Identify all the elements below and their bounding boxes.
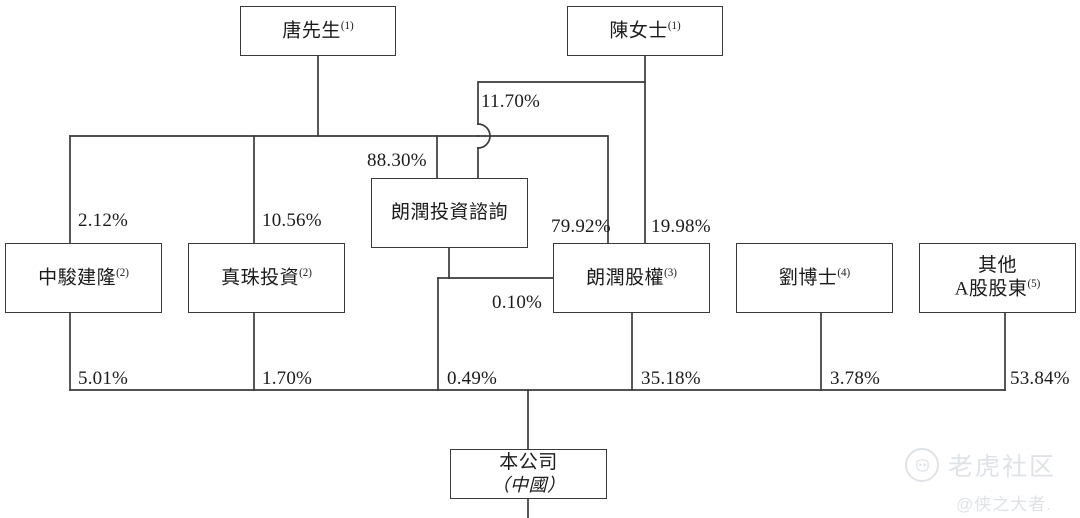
- node-other-a-shareholders-note: (5): [1027, 277, 1041, 290]
- pct-langrun-equity-to-company: 35.18%: [641, 368, 701, 389]
- node-zhongjun-jianlong-label: 中駿建隆: [38, 266, 117, 288]
- pct-tang-to-zhenzhu: 10.56%: [262, 210, 322, 231]
- pct-tang-to-zhongjun: 2.12%: [78, 210, 129, 231]
- watermark: 老虎社区 @侠之大者.: [905, 447, 1056, 515]
- pct-langrun-consulting-to-company: 0.49%: [447, 368, 498, 389]
- node-zhenzhu-investment-label: 真珠投資: [221, 266, 300, 288]
- pct-liu-to-company: 3.78%: [830, 368, 881, 389]
- node-langrun-consulting-label: 朗潤投資諮詢: [390, 201, 508, 223]
- node-tang-note: (1): [340, 19, 354, 32]
- node-tang[interactable]: 唐先生(1): [240, 6, 396, 56]
- tiger-logo-icon: [905, 448, 939, 482]
- node-other-a-shareholders[interactable]: 其他 A股股東(5): [919, 243, 1076, 313]
- pct-chen-to-langrun-equity: 19.98%: [651, 216, 711, 237]
- node-zhongjun-jianlong[interactable]: 中駿建隆(2): [5, 243, 162, 313]
- pct-zhongjun-to-company: 5.01%: [78, 368, 129, 389]
- node-langrun-equity-note: (3): [664, 266, 677, 279]
- node-other-a-shareholders-label: 其他: [977, 255, 1017, 277]
- watermark-handle: @侠之大者.: [956, 495, 1053, 514]
- node-langrun-equity-label: 朗潤股權: [586, 266, 665, 288]
- node-company-sub: （中國）: [491, 474, 566, 495]
- pct-others-to-company: 53.84%: [1010, 368, 1070, 389]
- node-zhenzhu-investment-note: (2): [299, 266, 312, 279]
- node-zhenzhu-investment[interactable]: 真珠投資(2): [188, 243, 345, 313]
- wire-chen-langrunc-hop: [477, 123, 491, 149]
- node-chen-note: (1): [667, 19, 681, 32]
- node-dr-liu-label: 劉博士: [778, 266, 838, 288]
- node-company-label: 本公司: [499, 452, 558, 474]
- node-langrun-equity[interactable]: 朗潤股權(3): [553, 243, 710, 313]
- node-langrun-consulting[interactable]: 朗潤投資諮詢: [371, 178, 528, 248]
- node-dr-liu[interactable]: 劉博士(4): [736, 243, 893, 313]
- pct-tang-to-langrun-consulting: 88.30%: [367, 150, 427, 171]
- pct-zhenzhu-to-company: 1.70%: [262, 368, 313, 389]
- node-other-a-shareholders-sub: A股股東: [954, 278, 1028, 300]
- watermark-brand: 老虎社区: [948, 453, 1057, 481]
- node-dr-liu-note: (4): [837, 266, 851, 279]
- node-chen-label: 陳女士: [609, 19, 668, 41]
- node-zhongjun-jianlong-note: (2): [116, 266, 129, 279]
- pct-langrun-equity-to-consulting: 0.10%: [492, 292, 543, 313]
- pct-langrun-consulting-to-equity: 79.92%: [551, 216, 611, 237]
- node-tang-label: 唐先生: [282, 19, 341, 41]
- node-company[interactable]: 本公司 （中國）: [450, 449, 607, 499]
- pct-chen-to-langrun-consulting: 11.70%: [481, 91, 541, 112]
- node-chen[interactable]: 陳女士(1): [567, 6, 723, 56]
